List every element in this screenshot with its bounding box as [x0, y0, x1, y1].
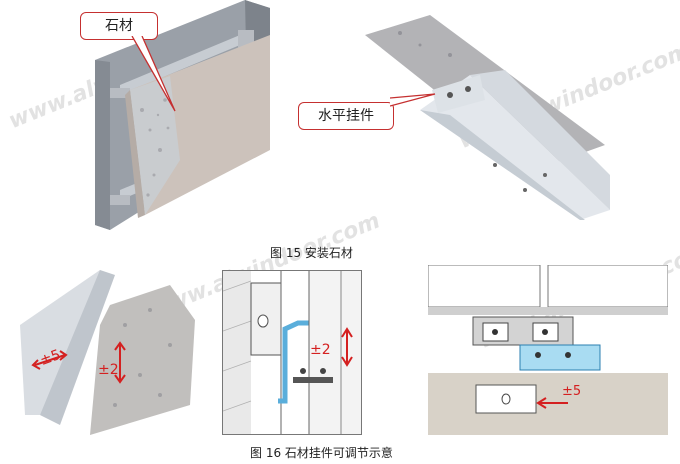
- adjust-label-vertical-left: ±2: [98, 362, 119, 378]
- callout-stone: 石材: [80, 12, 158, 40]
- callout-hanger-pointer: [390, 93, 436, 107]
- adjust-label-vertical-mid: ±2: [310, 342, 331, 358]
- figure15-right-illustration: [360, 15, 610, 220]
- figure16-middle-illustration: [222, 270, 362, 435]
- figure15-caption: 图 15 安装石材: [270, 246, 353, 260]
- figure15-left-illustration: [70, 0, 300, 235]
- callout-stone-pointer: [131, 36, 176, 112]
- figure16-right-illustration: [428, 265, 668, 435]
- figure16-left-illustration: [0, 265, 200, 435]
- callout-hanger: 水平挂件: [298, 102, 394, 130]
- adjust-label-horizontal-right: ±5: [562, 384, 582, 399]
- figure16-caption: 图 16 石材挂件可调节示意: [250, 446, 393, 460]
